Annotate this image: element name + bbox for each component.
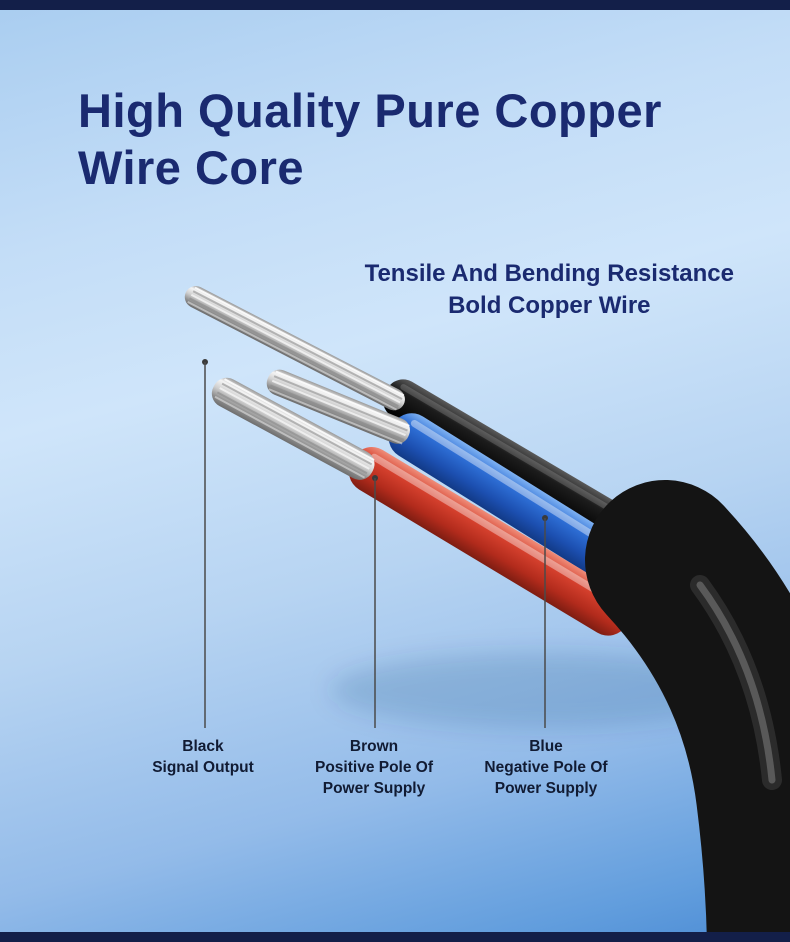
leader-line-brown (372, 475, 378, 728)
top-bar (0, 0, 790, 10)
subtitle-line2: Bold Copper Wire (448, 292, 651, 320)
inner-wire-black (383, 379, 640, 548)
annotation-blue: Blue Negative Pole Of Power Supply (484, 737, 607, 800)
annotation-black-desc: Signal Output (152, 758, 254, 776)
inner-wire-red (348, 447, 632, 636)
cable-shadow (330, 652, 750, 728)
subtitle-line1: Tensile And Bending Resistance (364, 260, 734, 287)
subtitle: Tensile And Bending Resistance Bold Copp… (365, 258, 734, 323)
copper-strands-a (184, 286, 405, 411)
annotation-blue-desc2: Power Supply (494, 779, 598, 797)
annotation-brown-desc2: Power Supply (322, 779, 426, 797)
annotation-brown-desc1: Positive Pole Of (314, 758, 434, 776)
annotation-blue-desc1: Negative Pole Of (484, 758, 608, 776)
copper-strands-b (211, 377, 375, 480)
page-title: High Quality Pure Copper Wire Core (78, 82, 662, 197)
annotation-black-title: Black (182, 738, 224, 755)
annotation-brown-title: Brown (349, 738, 399, 755)
annotation-blue-title: Blue (529, 738, 563, 755)
outer-jacket (585, 480, 790, 942)
page-title-line1: High Quality Pure Copper (78, 84, 662, 137)
page-title-line2: Wire Core (78, 141, 305, 195)
annotation-black: Black Signal Output (152, 737, 254, 779)
annotation-brown: Brown Positive Pole Of Power Supply (315, 737, 433, 800)
copper-strands-c (266, 369, 410, 445)
leader-line-black (202, 359, 208, 728)
leader-line-blue (542, 515, 548, 728)
bottom-bar (0, 932, 790, 942)
